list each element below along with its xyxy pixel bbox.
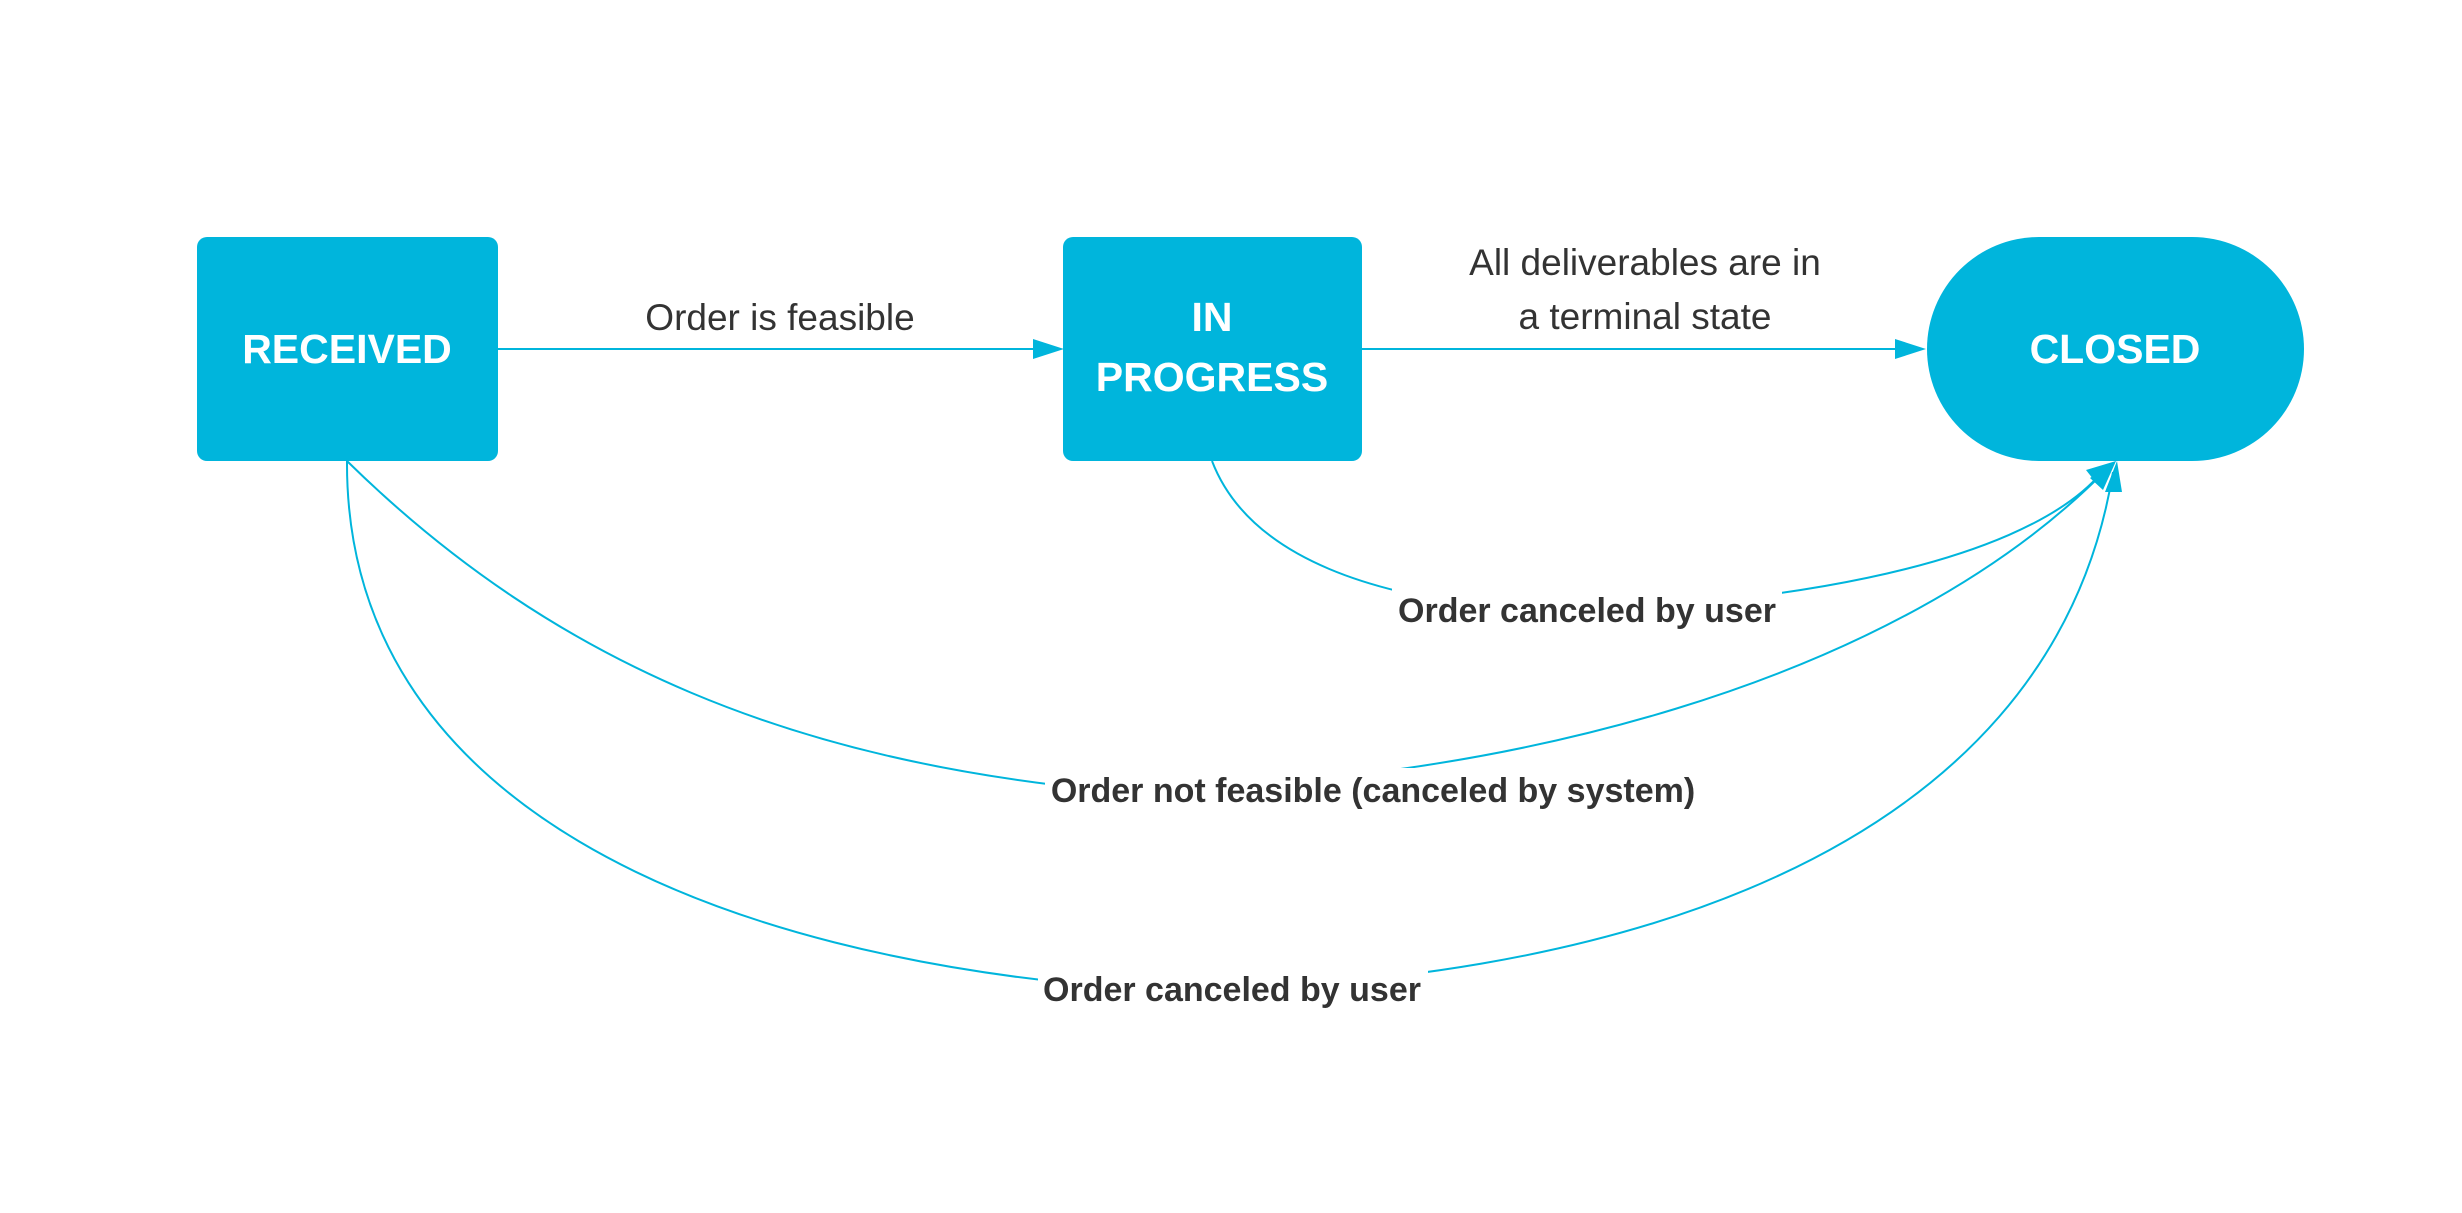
arrowhead-in-progress <box>1033 339 1064 359</box>
label-all-deliverables-line2: a terminal state <box>1519 296 1772 337</box>
node-in-progress-label-line1: IN <box>1192 294 1233 340</box>
label-order-is-feasible: Order is feasible <box>645 297 914 338</box>
label-order-not-feasible: Order not feasible (canceled by system) <box>1051 772 1695 810</box>
arrowhead-closed-right <box>1895 339 1926 359</box>
edge-received-cancel <box>345 460 2114 992</box>
node-closed-label: CLOSED <box>2030 326 2201 372</box>
edge-labels: Order is feasible All deliverables are i… <box>645 242 1821 1017</box>
node-closed: CLOSED <box>1927 237 2304 461</box>
node-in-progress: IN PROGRESS <box>1063 237 1362 461</box>
node-received-label: RECEIVED <box>242 326 452 372</box>
edge-in-progress-cancel <box>1211 460 2103 612</box>
label-all-deliverables-line1: All deliverables are in <box>1469 242 1821 283</box>
arrowhead-closed-bottom-2 <box>2090 461 2116 490</box>
edge-received-not-feasible <box>346 460 2107 792</box>
label-received-canceled-by-user: Order canceled by user <box>1043 971 1421 1009</box>
label-in-progress-canceled-by-user: Order canceled by user <box>1398 592 1776 630</box>
node-in-progress-label-line2: PROGRESS <box>1096 354 1328 400</box>
node-received: RECEIVED <box>197 237 498 461</box>
nodes: RECEIVED IN PROGRESS CLOSED <box>197 237 2304 461</box>
arrowhead-closed-bottom-3 <box>2105 461 2122 492</box>
